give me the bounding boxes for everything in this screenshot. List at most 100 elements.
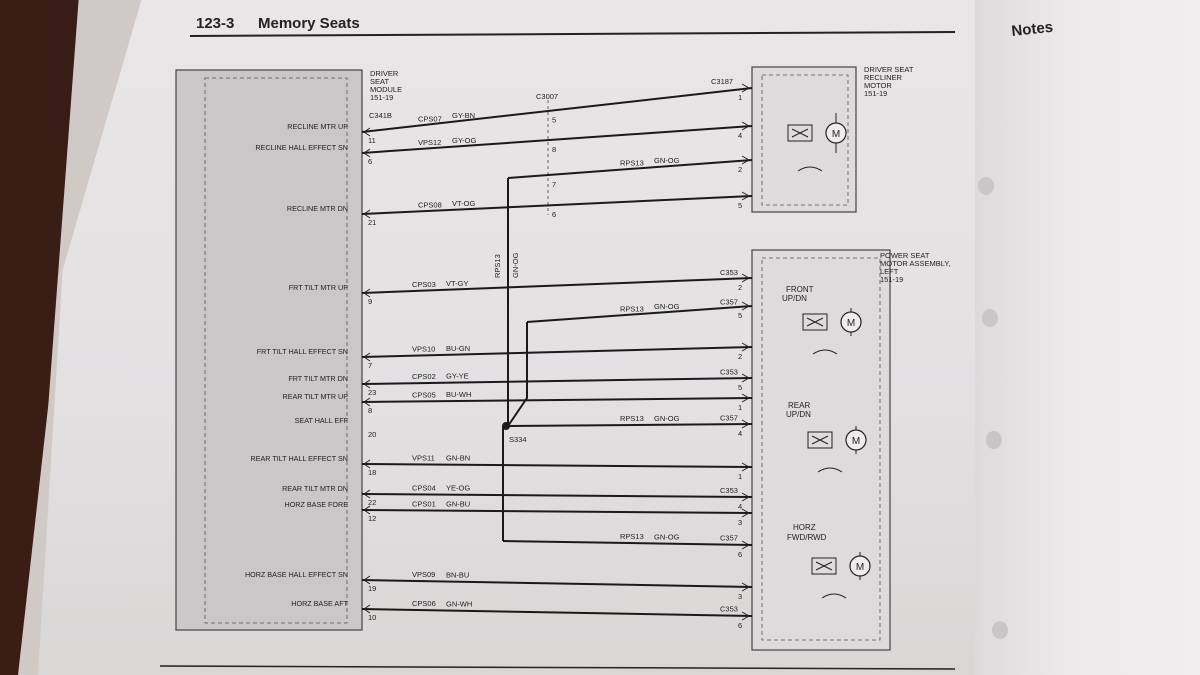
connector-label: C353 <box>720 367 738 376</box>
left-terminal <box>363 379 371 389</box>
c3007-label: C3007 <box>536 92 558 101</box>
wire-5 <box>526 305 753 323</box>
svg-text:LEFT: LEFT <box>880 267 899 276</box>
svg-text:MOTOR: MOTOR <box>864 81 892 90</box>
splice-dot <box>502 422 510 430</box>
hall-sensor-mark <box>815 561 833 571</box>
notes-title: Notes <box>1011 19 1054 40</box>
svg-text:FWD/RWD: FWD/RWD <box>787 533 827 542</box>
left-pin: 18 <box>368 468 376 477</box>
motor-symbol: M <box>852 436 860 447</box>
signal-label: REAR TILT HALL EFFECT SN <box>251 454 348 463</box>
wire-11 <box>361 493 753 498</box>
right-pin: 1 <box>738 93 742 102</box>
signal-label: RECLINE MTR DN <box>287 204 348 213</box>
wire-8 <box>361 397 753 403</box>
rps13-bus <box>502 178 528 541</box>
right-terminal <box>741 121 751 131</box>
circuit-id: VPS11 <box>412 453 435 462</box>
left-pin: 6 <box>368 157 372 166</box>
motor-symbol: M <box>847 318 855 329</box>
left-pin: 9 <box>368 297 372 306</box>
right-pin: 3 <box>738 518 742 527</box>
hall-sensor-mark <box>811 435 829 445</box>
svg-text:HORZ: HORZ <box>793 523 816 532</box>
wire-13 <box>502 540 753 546</box>
right-pin: 4 <box>738 429 742 438</box>
right-terminal <box>741 462 751 472</box>
connector-label: C353 <box>720 604 738 613</box>
svg-text:UP/DN: UP/DN <box>782 294 807 303</box>
right-pin: 2 <box>738 165 742 174</box>
signal-label: SEAT HALL EFF <box>295 416 349 425</box>
wire-2 <box>507 159 753 179</box>
right-terminal <box>741 191 751 201</box>
circuit-id: VPS10 <box>412 345 435 354</box>
wire-color: VT-OG <box>452 199 476 208</box>
dsm-connector-label: C341B <box>369 111 392 120</box>
signal-label: RECLINE MTR UP <box>287 122 348 131</box>
svg-text:151-19: 151-19 <box>864 89 887 98</box>
wire-color: GN-OG <box>654 302 680 311</box>
left-pin: 12 <box>368 514 376 523</box>
left-pin: 8 <box>368 406 372 415</box>
right-pin: 2 <box>738 352 742 361</box>
wire-6 <box>361 346 753 358</box>
left-pin: 21 <box>368 218 376 227</box>
driver-seat-module <box>175 69 363 631</box>
right-terminal <box>741 83 751 93</box>
recliner-label: DRIVER SEAT RECLINER MOTOR 151-19 <box>864 65 914 98</box>
right-terminal <box>741 301 751 311</box>
svg-text:DRIVER: DRIVER <box>370 69 399 78</box>
motor-symbol: M <box>856 562 864 573</box>
wire-color: GN-OG <box>654 156 680 165</box>
svg-text:UP/DN: UP/DN <box>786 410 811 419</box>
right-pin: 2 <box>738 283 742 292</box>
left-terminal <box>363 209 371 219</box>
left-terminal <box>363 604 371 614</box>
circuit-id: CPS06 <box>412 599 436 608</box>
right-pin: 6 <box>738 550 742 559</box>
right-terminal <box>741 342 751 352</box>
circuit-id: CPS02 <box>412 372 436 381</box>
footer-rule <box>159 665 956 670</box>
signal-label: FRT TILT HALL EFFECT SN <box>257 347 348 356</box>
right-terminal <box>741 508 751 518</box>
horz-motor: M <box>811 552 871 599</box>
right-pin: 5 <box>738 383 742 392</box>
right-pin: 6 <box>738 621 742 630</box>
signal-label: FRT TILT MTR UP <box>289 283 348 292</box>
notes-page <box>975 0 1200 675</box>
left-terminal <box>363 505 371 515</box>
svg-text:DRIVER SEAT: DRIVER SEAT <box>864 65 914 74</box>
wire-9 <box>507 423 753 427</box>
wire-10 <box>361 463 753 468</box>
wire-color: GN-BN <box>446 454 470 463</box>
wire-7 <box>361 377 753 385</box>
mid-pin: 7 <box>552 180 556 189</box>
right-pin: 4 <box>738 131 742 140</box>
signal-label: RECLINE HALL EFFECT SN <box>255 143 348 152</box>
wire-color: GN-OG <box>654 414 680 423</box>
rear-motor-label: REAR UP/DN <box>786 401 811 419</box>
horz-motor-label: HORZ FWD/RWD <box>787 523 827 542</box>
left-terminal <box>363 352 371 362</box>
left-pin: 20 <box>368 430 376 439</box>
connector-label: C357 <box>720 297 738 306</box>
wire-color: BN-BU <box>446 571 469 580</box>
signal-label: FRT TILT MTR DN <box>288 374 348 383</box>
hall-sensor-icon <box>807 431 833 449</box>
svg-text:SEAT: SEAT <box>370 77 389 86</box>
right-terminal <box>741 492 751 502</box>
signal-label: HORZ BASE HALL EFFECT SN <box>245 570 348 579</box>
signal-label: HORZ BASE AFT <box>291 599 348 608</box>
power-seat-label: POWER SEAT MOTOR ASSEMBLY, LEFT 151-19 <box>880 251 950 284</box>
left-pin: 7 <box>368 361 372 370</box>
connector-label: C357 <box>720 413 738 422</box>
circuit-id: VPS12 <box>418 138 441 147</box>
hall-sensor-mark <box>806 317 824 327</box>
circuit-id: RPS13 <box>620 532 644 541</box>
left-terminal <box>363 397 371 407</box>
